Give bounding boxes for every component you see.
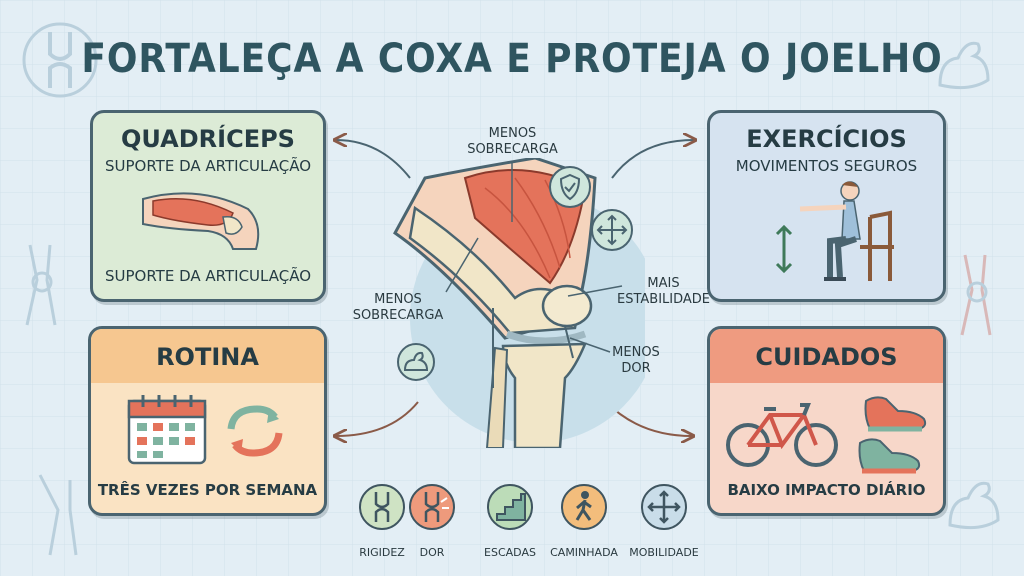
panel-cuidados-footer: BAIXO IMPACTO DIÁRIO bbox=[727, 481, 926, 499]
bottom-icon-label: RIGIDEZ bbox=[359, 546, 405, 559]
decor-leg-icon-left bbox=[25, 244, 57, 326]
decor-arm-icon-bottomright bbox=[948, 481, 1000, 530]
calendar-icon bbox=[127, 395, 207, 465]
page-title: FORTALEÇA A COXA E PROTEJA O JOELHO bbox=[81, 36, 943, 82]
stairs-icon bbox=[487, 484, 533, 530]
decor-knee-icon-topleft bbox=[22, 22, 98, 98]
panel-rotina: ROTINA TRÊS VEZES POR SEMANA bbox=[88, 326, 327, 516]
walking-person-icon bbox=[561, 484, 607, 530]
shield-check-icon bbox=[549, 166, 591, 208]
decor-arm-icon-topright bbox=[938, 41, 990, 90]
bottom-icon-label: CAMINHADA bbox=[550, 546, 618, 559]
panel-quadriceps-title: QUADRÍCEPS bbox=[121, 125, 295, 153]
panel-exercicios-title: EXERCÍCIOS bbox=[746, 125, 907, 153]
panel-quadriceps: QUADRÍCEPS SUPORTE DA ARTICULAÇÃO SUPORT… bbox=[90, 110, 326, 302]
bottom-icon-label: DOR bbox=[419, 546, 445, 559]
bottom-icon-label: ESCADAS bbox=[484, 546, 536, 559]
knee-pain-icon bbox=[409, 484, 455, 530]
decor-leg-icon-bottomleft bbox=[38, 474, 78, 556]
decor-leg-icon-right bbox=[960, 254, 992, 336]
panel-exercicios-subtitle: MOVIMENTOS SEGUROS bbox=[735, 157, 918, 175]
bicycle-icon bbox=[726, 403, 838, 467]
panel-rotina-footer: TRÊS VEZES POR SEMANA bbox=[97, 481, 318, 499]
panel-quadriceps-subtitle: SUPORTE DA ARTICULAÇÃO bbox=[104, 157, 311, 175]
panel-exercicios: EXERCÍCIOS MOVIMENTOS SEGUROS bbox=[707, 110, 946, 302]
panel-cuidados-title: CUIDADOS bbox=[755, 343, 898, 371]
thigh-muscle-icon bbox=[142, 192, 260, 250]
expand-arrows-icon bbox=[591, 209, 633, 251]
flexed-arm-icon bbox=[397, 343, 435, 381]
panel-rotina-title: ROTINA bbox=[156, 343, 259, 371]
bottom-icon-label: MOBILIDADE bbox=[629, 546, 699, 559]
chair-squat-person-icon bbox=[799, 181, 894, 281]
refresh-cycle-icon bbox=[227, 405, 283, 457]
knee-joint-icon bbox=[359, 484, 405, 530]
vertical-arrows-icon bbox=[775, 224, 793, 274]
panel-cuidados: CUIDADOS BAIXO IMPACTO DIÁRIO bbox=[707, 326, 946, 516]
panel-quadriceps-footer: SUPORTE DA ARTICULAÇÃO bbox=[104, 267, 311, 285]
sneakers-icon bbox=[858, 396, 927, 474]
mobility-arrows-icon bbox=[641, 484, 687, 530]
